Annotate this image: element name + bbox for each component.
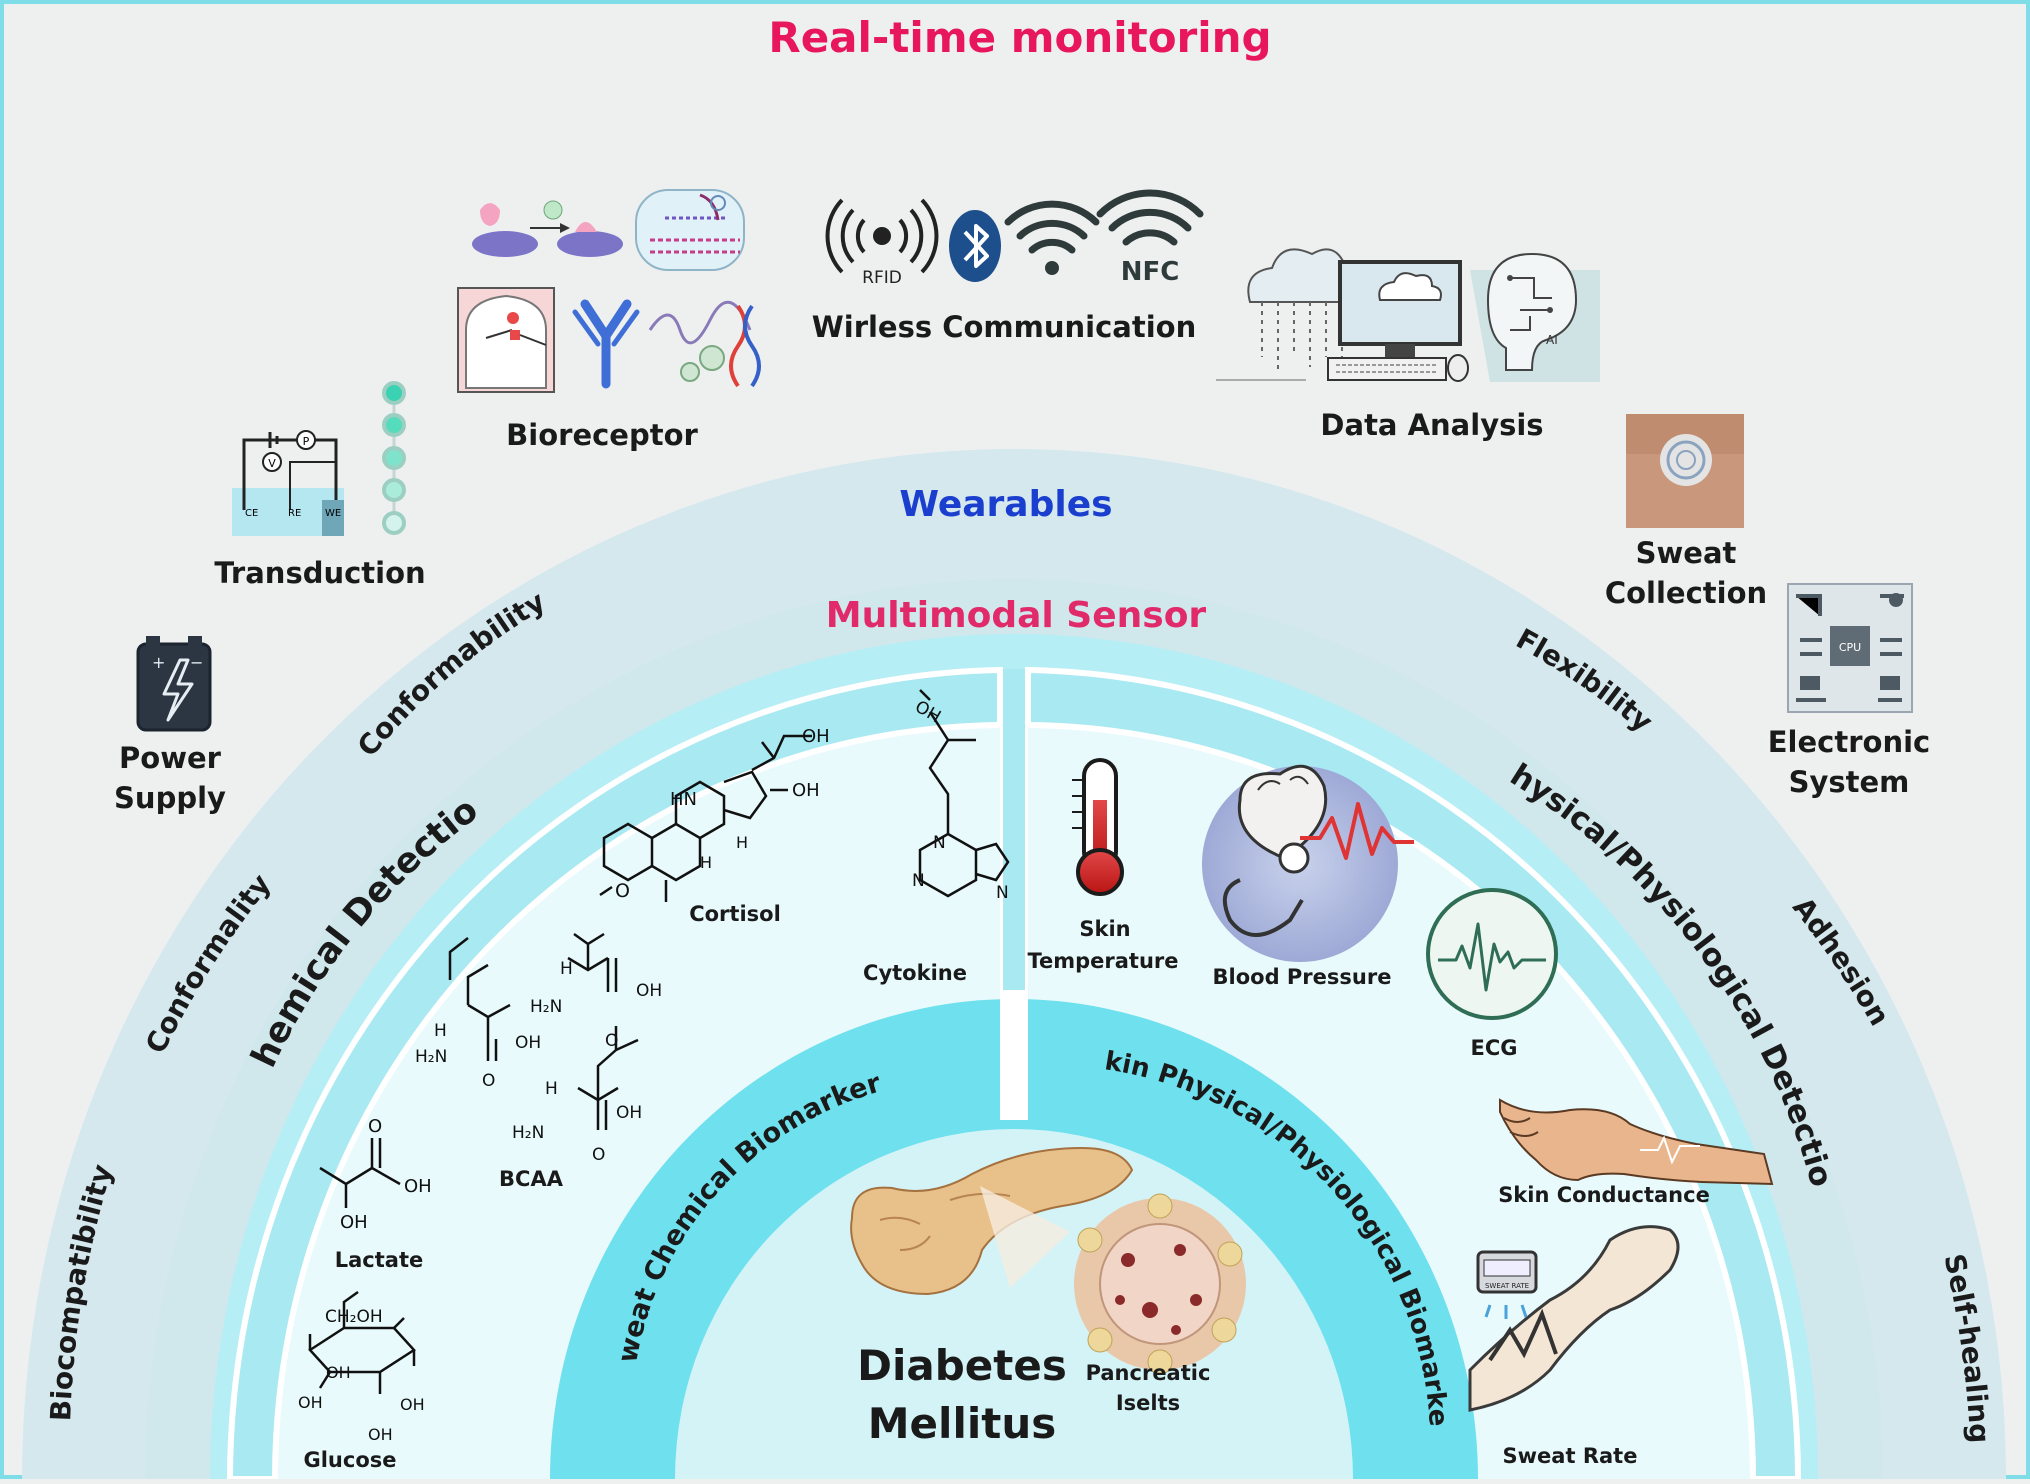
svg-text:OH: OH: [404, 1176, 432, 1197]
skin-temperature-label-1: Skin: [1079, 917, 1130, 941]
svg-text:H₂N: H₂N: [415, 1047, 447, 1067]
glucose-structure: [308, 1290, 416, 1394]
transduction-label: Transduction: [214, 556, 425, 590]
svg-text:P: P: [303, 435, 310, 448]
svg-text:O: O: [482, 1071, 495, 1091]
svg-text:N: N: [933, 833, 946, 853]
svg-text:RE: RE: [288, 508, 301, 519]
svg-text:+: +: [152, 653, 165, 672]
svg-text:OH: OH: [636, 981, 662, 1001]
bcaa-label: BCAA: [499, 1167, 564, 1191]
sweat-collection-label-1: Sweat: [1636, 536, 1737, 570]
cytokine-label: Cytokine: [863, 961, 967, 985]
svg-text:H₂N: H₂N: [512, 1123, 544, 1143]
wireless-icons: RFID NFC: [825, 189, 1204, 288]
power-supply-label-1: Power: [119, 741, 222, 775]
svg-text:H: H: [545, 1079, 558, 1099]
svg-text:OH: OH: [340, 1212, 368, 1233]
wearables-label: Wearables: [899, 484, 1112, 525]
thermometer-icon: [1072, 758, 1124, 896]
wireless-communication-label: Wirless Communication: [812, 310, 1196, 344]
glucose-label: Glucose: [303, 1448, 396, 1472]
sweat-rate-label: Sweat Rate: [1503, 1444, 1638, 1468]
pancreatic-islets-label-1: Pancreatic: [1086, 1361, 1211, 1385]
ecg-icon: [1426, 888, 1558, 1020]
svg-text:WE: WE: [325, 508, 341, 519]
blood-pressure-icon: [1202, 764, 1414, 962]
svg-text:OH: OH: [802, 726, 830, 747]
electronic-system-label-1: Electronic: [1768, 725, 1930, 759]
cortisol-label: Cortisol: [689, 902, 781, 926]
blood-pressure-label: Blood Pressure: [1213, 965, 1392, 989]
svg-text:V: V: [268, 457, 276, 470]
svg-text:N: N: [996, 883, 1009, 903]
center-divider: [1000, 990, 1028, 1120]
bioreceptor-illustration: [457, 189, 761, 393]
physical-panel-outline: [1025, 666, 1802, 1482]
svg-text:N: N: [912, 871, 925, 891]
svg-text:SWEAT RATE: SWEAT RATE: [1485, 1282, 1529, 1290]
pancreas-illustration: [850, 1146, 1246, 1375]
svg-text:O: O: [605, 1031, 618, 1051]
lactate-label: Lactate: [335, 1248, 424, 1272]
wifi-icon: [1004, 200, 1100, 275]
svg-text:H: H: [736, 833, 748, 852]
svg-text:CH₂OH: CH₂OH: [325, 1307, 383, 1327]
skin-conductance-illustration: [1499, 1098, 1774, 1186]
multimodal-sensor-label: Multimodal Sensor: [826, 595, 1207, 636]
bcaa-structure: [448, 932, 639, 1130]
bioreceptor-label: Bioreceptor: [506, 418, 698, 452]
pancreatic-islets-label-2: Iselts: [1116, 1391, 1180, 1415]
svg-text:AI: AI: [1546, 333, 1558, 347]
chemical-panel-outline: [226, 666, 1003, 1482]
nfc-icon: NFC: [1096, 189, 1204, 287]
svg-text:OH: OH: [368, 1425, 393, 1444]
sweat-collection-label-2: Collection: [1605, 576, 1767, 610]
skin-conductance-label: Skin Conductance: [1498, 1183, 1710, 1207]
cytokine-structure: [918, 689, 1010, 898]
svg-text:OH: OH: [400, 1395, 425, 1414]
svg-text:H: H: [560, 959, 573, 979]
svg-text:OH: OH: [298, 1393, 323, 1412]
skin-temperature-label-2: Temperature: [1027, 949, 1178, 973]
svg-text:O: O: [592, 1145, 605, 1165]
svg-text:H₂N: H₂N: [530, 997, 562, 1017]
lactate-structure: [319, 1138, 401, 1208]
svg-text:OH: OH: [792, 780, 820, 801]
rfid-label: RFID: [862, 268, 902, 288]
svg-text:NFC: NFC: [1121, 257, 1180, 287]
sweat-collection-image: [1626, 414, 1744, 528]
ecg-label: ECG: [1471, 1036, 1518, 1060]
svg-text:OH: OH: [326, 1363, 351, 1382]
svg-text:H: H: [434, 1021, 447, 1041]
battery-icon: + −: [136, 636, 212, 732]
electronic-system-label-2: System: [1789, 765, 1910, 799]
svg-text:−: −: [190, 653, 203, 672]
svg-text:CPU: CPU: [1839, 641, 1861, 654]
page-title: Real-time monitoring: [768, 13, 1271, 62]
data-analysis-illustration: AI: [1216, 248, 1600, 382]
svg-text:CE: CE: [245, 508, 258, 519]
disease-label-1: Diabetes: [857, 1341, 1067, 1390]
cortisol-structure: [599, 734, 812, 902]
sweat-rate-illustration: SWEAT RATE: [1468, 1225, 1680, 1412]
electronic-system-icon: CPU: [1787, 583, 1913, 713]
disease-label-2: Mellitus: [868, 1399, 1056, 1448]
svg-text:O: O: [615, 880, 630, 902]
svg-text:HN: HN: [670, 789, 697, 810]
data-analysis-label: Data Analysis: [1320, 408, 1543, 442]
svg-text:OH: OH: [616, 1103, 642, 1123]
chemical-panel-inner-border: [272, 722, 1001, 1480]
svg-text:O: O: [368, 1116, 382, 1137]
power-supply-label-2: Supply: [114, 781, 226, 815]
svg-text:H: H: [700, 853, 712, 872]
transduction-illustration: P V CE RE WE: [232, 381, 406, 536]
svg-text:OH: OH: [515, 1033, 541, 1053]
